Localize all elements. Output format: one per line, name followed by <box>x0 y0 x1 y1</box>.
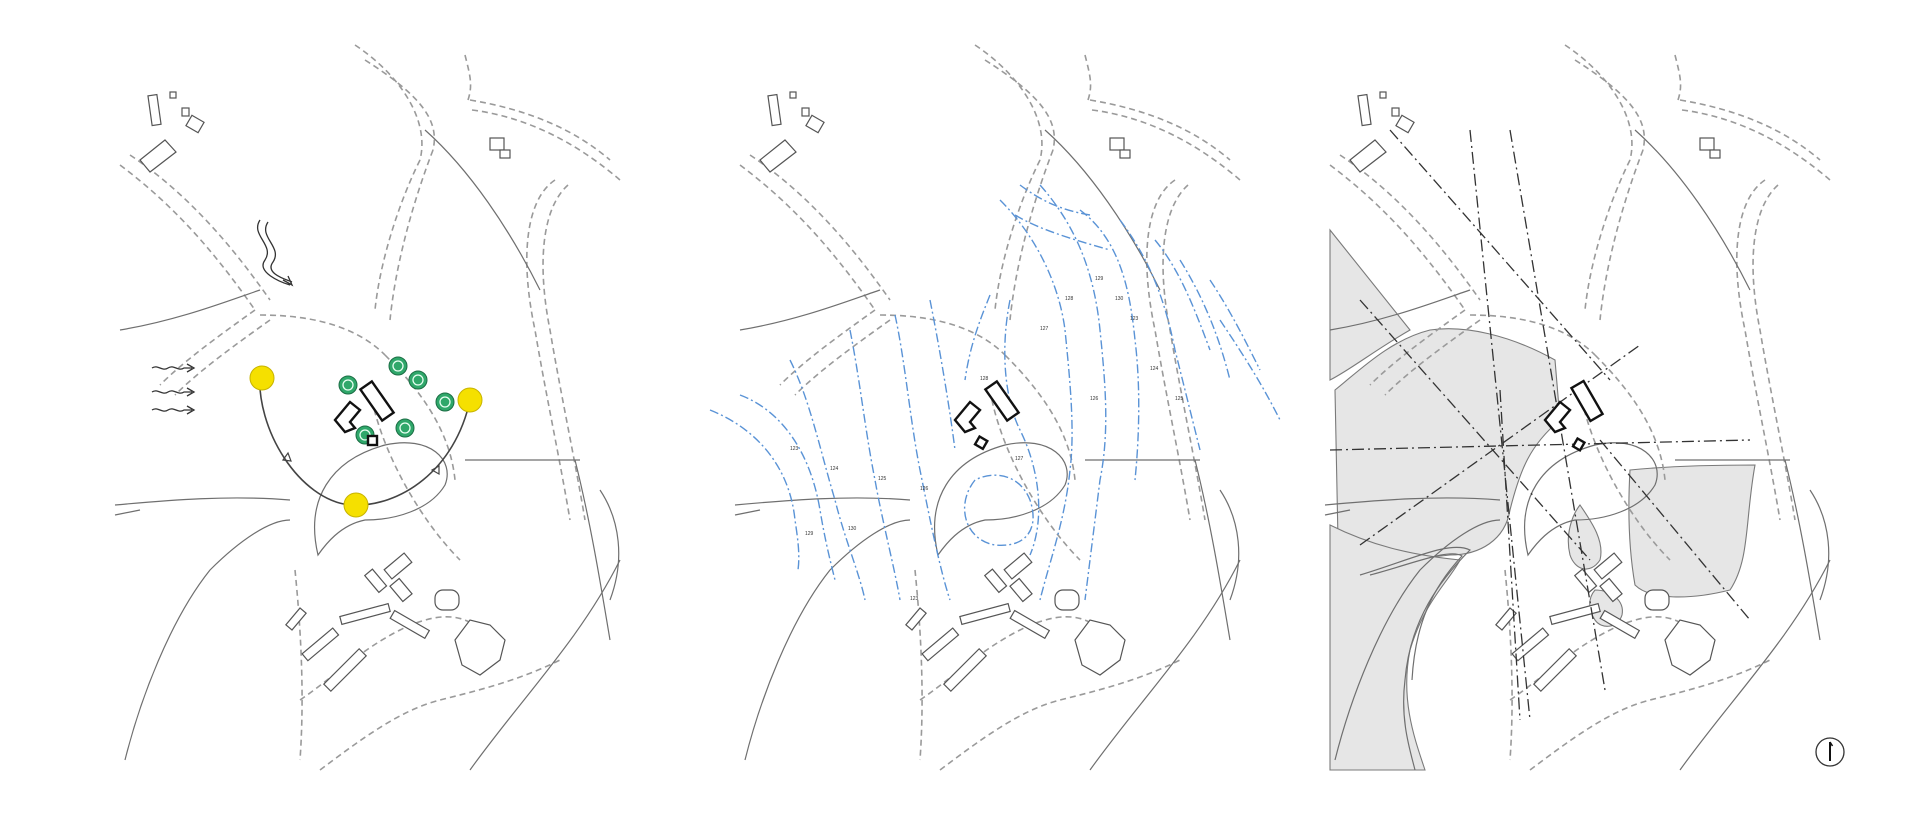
sun-icon <box>343 492 369 518</box>
contour-line <box>1014 214 1111 251</box>
tree-icon <box>338 375 358 395</box>
panel-sun-wind <box>114 44 621 771</box>
main-building <box>1569 379 1605 423</box>
contour-line <box>1039 184 1107 601</box>
open-field <box>1567 504 1602 570</box>
open-field <box>1329 228 1411 381</box>
sightline <box>1329 439 1751 451</box>
sightline <box>1389 129 1611 381</box>
contour-line <box>1209 279 1261 371</box>
contour-line <box>1179 259 1231 381</box>
contour-label: 125 <box>878 476 887 482</box>
contour-label: 123 <box>1130 316 1139 322</box>
contour-line <box>1079 209 1140 481</box>
wind-arrow-icon <box>151 405 195 415</box>
panel-topography: 123 124 125 126 127 128 129 130 123 124 125 126 127 1… <box>709 44 1281 771</box>
contour-label: 124 <box>830 466 839 472</box>
contour-line <box>789 359 866 601</box>
contour-labels: 123 124 125 126 127 128 129 130 123 124 125 126 127 1… <box>790 276 1184 602</box>
sightline <box>1359 299 1591 561</box>
contour-label: 124 <box>1150 366 1159 372</box>
tree-icon <box>435 392 455 412</box>
contour-line <box>894 314 951 601</box>
main-building <box>953 400 982 434</box>
contour-line <box>1119 219 1201 451</box>
contour-label: 130 <box>1115 296 1124 302</box>
contour-label: 129 <box>1095 276 1104 282</box>
main-building <box>1571 436 1587 452</box>
contour-label: 123 <box>790 446 799 452</box>
contour-label: 128 <box>980 376 989 382</box>
contour-label: 128 <box>1065 296 1074 302</box>
contour-line <box>964 294 991 381</box>
tree-icon <box>388 356 408 376</box>
sightline <box>1509 129 1606 691</box>
sightline <box>1469 129 1531 721</box>
river-line <box>1359 546 1472 771</box>
main-building <box>358 379 396 423</box>
contour-line <box>1019 184 1091 216</box>
tree-icon <box>408 370 428 390</box>
arc-arrow-icon <box>430 464 440 476</box>
contour-line <box>849 329 901 601</box>
tree-icon <box>395 418 415 438</box>
contour-label: 129 <box>805 531 814 537</box>
main-building <box>973 434 989 451</box>
contour-label: 130 <box>848 526 857 532</box>
sun-icon <box>249 365 275 391</box>
north-arrow-icon <box>1815 737 1845 767</box>
contour-line <box>709 409 800 571</box>
contour-lines <box>709 184 1281 601</box>
contour-line <box>1004 299 1040 556</box>
sightline <box>1359 344 1641 546</box>
contour-label: 127 <box>1040 326 1049 332</box>
sun-icon <box>457 387 483 413</box>
main-building <box>366 434 379 447</box>
contour-line <box>964 474 1034 546</box>
contour-line <box>999 199 1073 601</box>
sightline-axes <box>1329 129 1751 721</box>
contour-line <box>929 299 956 451</box>
contour-label: 126 <box>1090 396 1099 402</box>
sightline <box>1499 389 1521 721</box>
open-field <box>1628 464 1756 598</box>
sightline <box>1599 439 1751 621</box>
arc-arrow-icon <box>281 451 292 462</box>
wind-arrow-icon <box>151 363 195 373</box>
open-field <box>1334 328 1561 559</box>
main-building <box>333 400 362 434</box>
main-building <box>983 379 1021 423</box>
contour-label: 127 <box>1015 456 1024 462</box>
contour-label: 126 <box>920 486 929 492</box>
contour-line <box>739 394 836 581</box>
contour-label: 123 <box>910 596 919 602</box>
wind-arrow-icon <box>265 221 293 283</box>
contour-line <box>1154 239 1211 351</box>
base-map-2 <box>734 44 1241 771</box>
wind-arrow-icon <box>151 387 195 397</box>
wind-arrow-icon <box>257 219 294 287</box>
open-field <box>1329 524 1461 771</box>
panel-sightlines <box>1324 44 1845 771</box>
main-building <box>1543 400 1572 434</box>
contour-label: 125 <box>1175 396 1184 402</box>
contour-line <box>1219 319 1281 421</box>
